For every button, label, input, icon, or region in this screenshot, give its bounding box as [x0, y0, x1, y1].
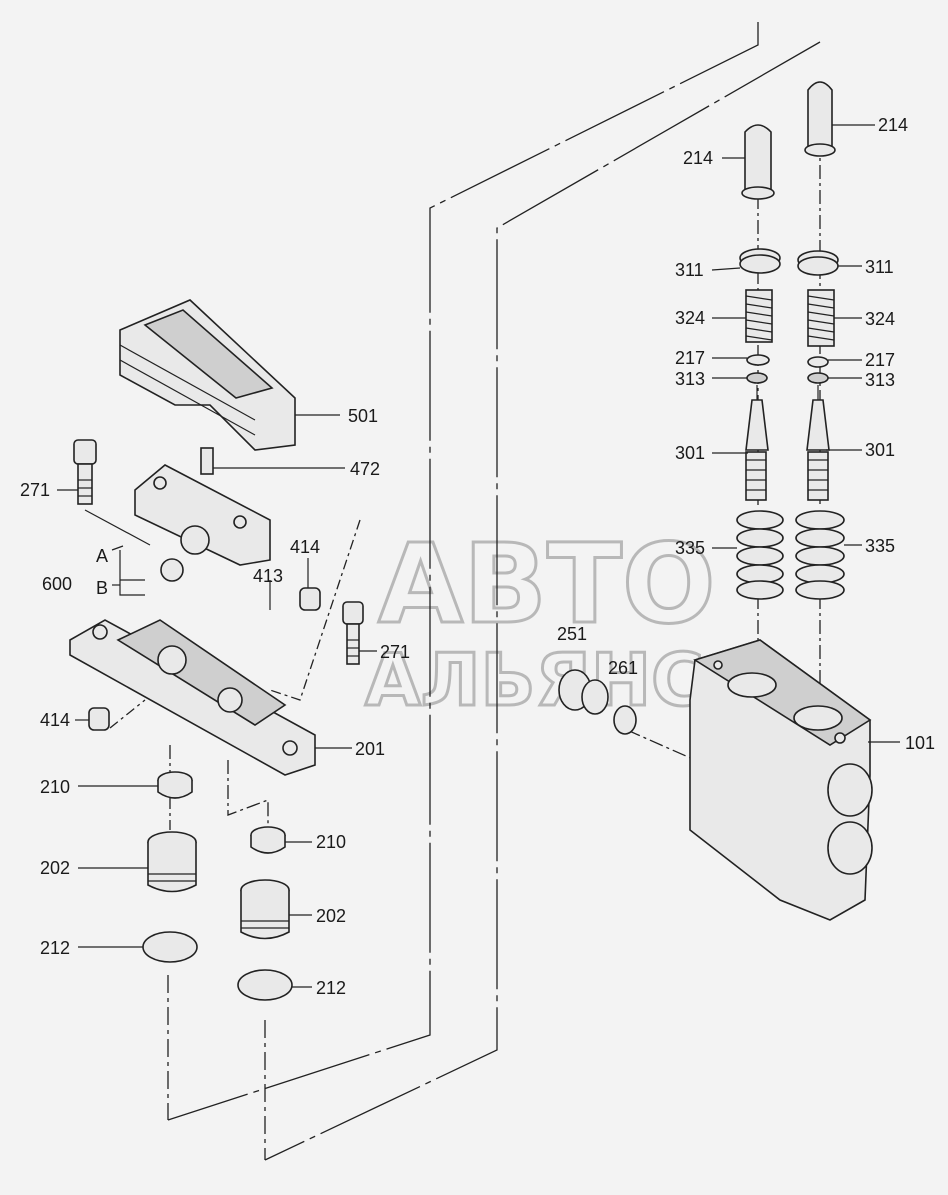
plug-251 — [558, 669, 609, 715]
bushing-414-upper — [299, 587, 321, 611]
spool-301-a — [745, 385, 769, 501]
label-212-left: 212 — [40, 938, 70, 958]
watermark-line1: АВТО — [378, 520, 716, 648]
label-472: 472 — [350, 459, 380, 479]
washer-313-a — [746, 372, 768, 384]
push-rod-214-b — [807, 81, 833, 149]
label-A: A — [96, 546, 108, 566]
label-335-b: 335 — [865, 536, 895, 556]
label-210-left: 210 — [40, 777, 70, 797]
label-217-b: 217 — [865, 350, 895, 370]
label-313-b: 313 — [865, 370, 895, 390]
o-ring-212-right — [237, 969, 293, 1001]
label-202-right: 202 — [316, 906, 346, 926]
o-ring-261 — [613, 705, 637, 735]
label-301-a: 301 — [675, 443, 705, 463]
cover-501 — [119, 299, 296, 451]
part-labels: 214 214 311 311 324 324 217 217 313 313 … — [20, 115, 935, 998]
label-311-a: 311 — [675, 260, 704, 280]
label-301-b: 301 — [865, 440, 895, 460]
seal-210-left — [157, 771, 193, 799]
stack-column-left — [736, 124, 784, 600]
label-413: 413 — [253, 566, 283, 586]
leader-lines — [57, 124, 900, 988]
label-414-lower: 414 — [40, 710, 70, 730]
casing-101 — [689, 639, 873, 921]
washer-313-b — [807, 372, 829, 384]
label-324-a: 324 — [675, 308, 705, 328]
label-214-b: 214 — [878, 115, 908, 135]
push-rod-214-a — [744, 124, 772, 191]
bolt-271-left — [73, 439, 97, 505]
cam-600 — [134, 464, 271, 582]
watermark-line2: АЛЬЯНС — [365, 638, 704, 722]
o-ring-212-left — [142, 931, 198, 963]
label-217-a: 217 — [675, 348, 705, 368]
label-271-left: 271 — [20, 480, 50, 500]
label-271-right: 271 — [380, 642, 410, 662]
label-251: 251 — [557, 624, 587, 644]
plug-202-right — [240, 879, 290, 940]
spring-335-a — [736, 510, 784, 600]
watermark: АВТО АЛЬЯНС — [364, 519, 718, 724]
label-501: 501 — [348, 406, 378, 426]
washer-217-a — [746, 354, 770, 366]
label-202-left: 202 — [40, 858, 70, 878]
plug-202-left — [147, 831, 197, 893]
label-214-a: 214 — [683, 148, 713, 168]
bushing-414-lower — [88, 707, 110, 731]
label-414-upper: 414 — [290, 537, 320, 557]
seal-210-right — [250, 826, 286, 854]
label-101: 101 — [905, 733, 935, 753]
screw-472 — [200, 447, 214, 475]
label-311-b: 311 — [865, 257, 894, 277]
label-201: 201 — [355, 739, 385, 759]
spool-301-b — [806, 385, 830, 501]
label-335-a: 335 — [675, 538, 705, 558]
washer-217-b — [807, 356, 829, 368]
label-261: 261 — [608, 658, 638, 678]
spring-335-b — [795, 510, 845, 600]
spring-324-a — [745, 289, 773, 343]
stack-column-right — [795, 81, 845, 600]
label-600: 600 — [42, 574, 72, 594]
label-324-b: 324 — [865, 309, 895, 329]
bolt-271-right — [342, 601, 364, 665]
plate-201 — [69, 619, 316, 776]
label-212-right: 212 — [316, 978, 346, 998]
spring-324-b — [807, 289, 835, 347]
label-B: B — [96, 578, 108, 598]
label-210-right: 210 — [316, 832, 346, 852]
label-313-a: 313 — [675, 369, 705, 389]
